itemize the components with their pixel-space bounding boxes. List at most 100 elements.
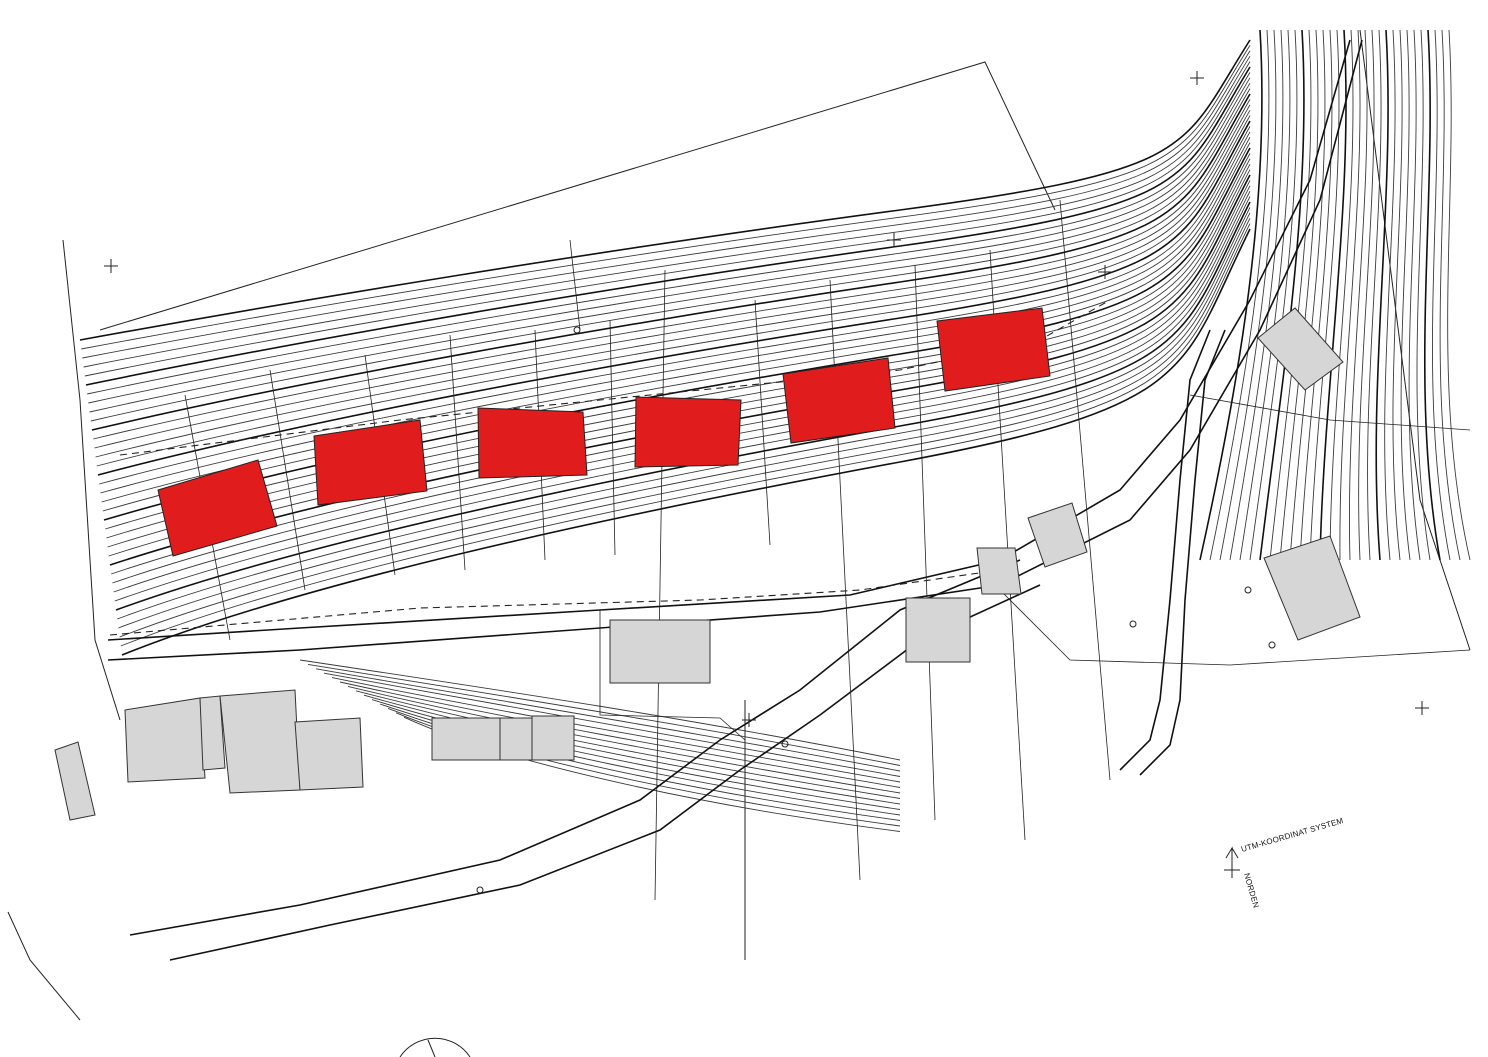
contour-line — [95, 109, 1251, 458]
contour-line — [121, 228, 1251, 656]
contour-line — [1209, 29, 1270, 561]
contour-line — [347, 685, 901, 794]
contour-line — [1392, 29, 1403, 561]
contour-line — [1375, 29, 1389, 561]
contour-line — [1319, 29, 1347, 561]
contour-line — [1309, 29, 1340, 561]
crosshair-icon — [887, 233, 901, 247]
contour-line — [79, 39, 1251, 341]
crosshair-icon — [1098, 265, 1112, 279]
contour-line — [93, 99, 1251, 440]
existing-building[interactable] — [219, 689, 301, 794]
survey-point-icon — [476, 886, 484, 894]
proposed-plot-6[interactable] — [936, 307, 1051, 392]
proposed-plot-5[interactable] — [782, 357, 896, 444]
contour-line — [106, 158, 1251, 539]
compass-system-label: UTM-KOORDINAT SYSTEM — [1240, 816, 1344, 854]
existing-building[interactable] — [124, 697, 206, 783]
proposed-plots — [157, 307, 1051, 557]
contour-line — [1229, 29, 1284, 561]
existing-building[interactable] — [499, 717, 533, 761]
contour-line — [1439, 29, 1461, 561]
survey-point-icon — [1268, 641, 1276, 649]
contour-line — [101, 136, 1251, 503]
contour-line — [84, 61, 1251, 377]
existing-building[interactable] — [976, 547, 1022, 595]
contour-line — [1219, 29, 1277, 561]
contour-line — [1269, 29, 1312, 561]
contour-line — [88, 77, 1251, 404]
existing-building[interactable] — [1257, 307, 1344, 391]
contour-line — [363, 694, 901, 805]
contour-line — [87, 72, 1251, 395]
existing-building[interactable] — [294, 717, 364, 791]
survey-point-icon — [1129, 620, 1137, 628]
contour-line — [1367, 29, 1382, 561]
crosshair-icon — [742, 713, 756, 727]
contour-line — [1339, 29, 1361, 561]
contour-line — [89, 82, 1251, 413]
contour-line — [103, 147, 1251, 521]
contour-line — [1249, 29, 1298, 561]
compass: UTM-KOORDINAT SYSTEM NORDEN — [1224, 816, 1345, 909]
existing-building[interactable] — [531, 715, 575, 761]
contour-line — [1199, 29, 1263, 561]
contour-line — [1289, 29, 1326, 561]
contour-line — [82, 50, 1251, 359]
contour-line — [83, 55, 1251, 368]
contour-line — [1447, 29, 1471, 561]
existing-buildings — [54, 307, 1361, 821]
contour-line — [120, 223, 1251, 647]
contour-line — [1279, 29, 1319, 561]
contour-line — [307, 663, 901, 766]
contour-line — [91, 93, 1251, 431]
contour-line — [102, 142, 1251, 512]
contour-line — [90, 88, 1251, 422]
contour-line — [1400, 29, 1411, 561]
existing-building[interactable] — [1027, 502, 1088, 568]
existing-building[interactable] — [1263, 535, 1361, 641]
proposed-plot-4[interactable] — [634, 396, 742, 468]
existing-building[interactable] — [431, 717, 501, 761]
contour-line — [339, 681, 901, 788]
contour-line — [1348, 29, 1368, 561]
contour-line — [1432, 29, 1451, 561]
property-boundary — [7, 29, 1471, 1021]
contour-line — [355, 690, 901, 799]
proposed-plot-2[interactable] — [313, 419, 428, 506]
existing-building[interactable] — [54, 741, 96, 821]
crosshair-icon — [1415, 701, 1429, 715]
survey-markers — [104, 71, 1429, 894]
contour-line — [96, 115, 1251, 467]
contour-line — [323, 672, 901, 777]
compass-north-label: NORDEN — [1242, 872, 1261, 909]
contour-line — [1299, 29, 1333, 561]
contour-line — [109, 174, 1251, 566]
survey-point-icon — [781, 740, 789, 748]
survey-point-icon — [573, 326, 581, 334]
crosshair-icon — [1190, 71, 1204, 85]
existing-building[interactable] — [199, 695, 226, 771]
crosshair-icon — [104, 259, 118, 273]
proposed-plot-1[interactable] — [157, 459, 278, 557]
site-circle-marker — [399, 1037, 471, 1057]
contour-line — [331, 677, 901, 783]
existing-building[interactable] — [609, 619, 711, 684]
contour-line — [1408, 29, 1421, 561]
contour-line — [1329, 29, 1354, 561]
existing-building[interactable] — [905, 597, 971, 663]
survey-point-icon — [1244, 586, 1252, 594]
contour-line — [1423, 29, 1441, 561]
contour-line — [94, 104, 1251, 449]
contour-line — [1416, 29, 1431, 561]
contour-line — [81, 45, 1251, 350]
contour-line — [315, 668, 901, 772]
contour-line — [371, 699, 901, 810]
contour-line — [119, 217, 1251, 638]
contour-line — [1358, 29, 1375, 561]
plot-division-lines — [184, 199, 1111, 901]
contour-line — [1384, 29, 1396, 561]
contour-line — [97, 120, 1251, 476]
proposed-plot-3[interactable] — [477, 407, 588, 479]
